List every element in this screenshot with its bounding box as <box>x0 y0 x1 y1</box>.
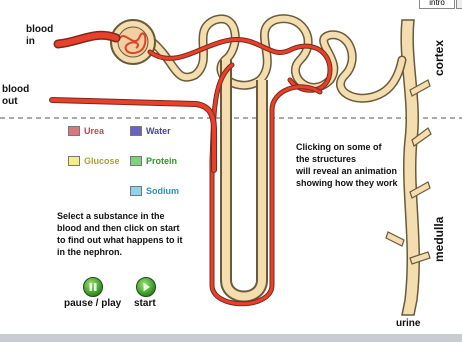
info-text: Clicking on some of the structures will … <box>296 141 398 189</box>
instructions-line-1: Select a substance in the <box>57 210 182 222</box>
legend-urea[interactable]: Urea <box>68 126 104 136</box>
instructions-line-3: to find out what happens to it <box>57 234 182 246</box>
instructions-line-2: blood and then click on start <box>57 222 182 234</box>
blood-in-label: blood in <box>26 24 53 48</box>
pause-icon <box>84 278 102 296</box>
blood-out-line-2: out <box>2 96 29 108</box>
pause-play-label: pause / play <box>64 298 121 309</box>
legend-protein[interactable]: Protein <box>130 156 177 166</box>
convoluted-tubule[interactable] <box>150 19 402 99</box>
pause-play-button[interactable] <box>83 277 103 297</box>
info-line-1: Clicking on some of <box>296 141 398 153</box>
glucose-label: Glucose <box>84 156 120 166</box>
cortex-label: cortex <box>432 40 446 76</box>
info-line-4: showing how they work <box>296 177 398 189</box>
legend-water[interactable]: Water <box>130 126 171 136</box>
water-label: Water <box>146 126 171 136</box>
medulla-label: medulla <box>432 217 446 262</box>
bottom-bar <box>0 334 462 342</box>
urine-label: urine <box>396 318 420 330</box>
glucose-swatch <box>68 156 80 166</box>
tab-intro[interactable]: intro <box>419 0 455 9</box>
blood-out-line-1: blood <box>2 84 29 96</box>
loop-of-henle[interactable] <box>226 60 262 297</box>
instructions-text: Select a substance in the blood and then… <box>57 210 182 258</box>
instructions-line-4: in the nephron. <box>57 246 182 258</box>
water-swatch <box>130 126 142 136</box>
urea-label: Urea <box>84 126 104 136</box>
protein-label: Protein <box>146 156 177 166</box>
sodium-label: Sodium <box>146 186 179 196</box>
legend-sodium[interactable]: Sodium <box>130 186 179 196</box>
play-icon <box>137 278 155 296</box>
tab-next-edge[interactable] <box>456 0 462 9</box>
blood-in-line-1: blood <box>26 24 53 36</box>
blood-out-label: blood out <box>2 84 29 108</box>
sodium-swatch <box>130 186 142 196</box>
legend-glucose[interactable]: Glucose <box>68 156 120 166</box>
protein-swatch <box>130 156 142 166</box>
info-line-2: the structures <box>296 153 398 165</box>
urea-swatch <box>68 126 80 136</box>
start-label: start <box>134 298 156 309</box>
info-line-3: will reveal an animation <box>296 165 398 177</box>
start-button[interactable] <box>136 277 156 297</box>
blood-in-line-2: in <box>26 36 53 48</box>
